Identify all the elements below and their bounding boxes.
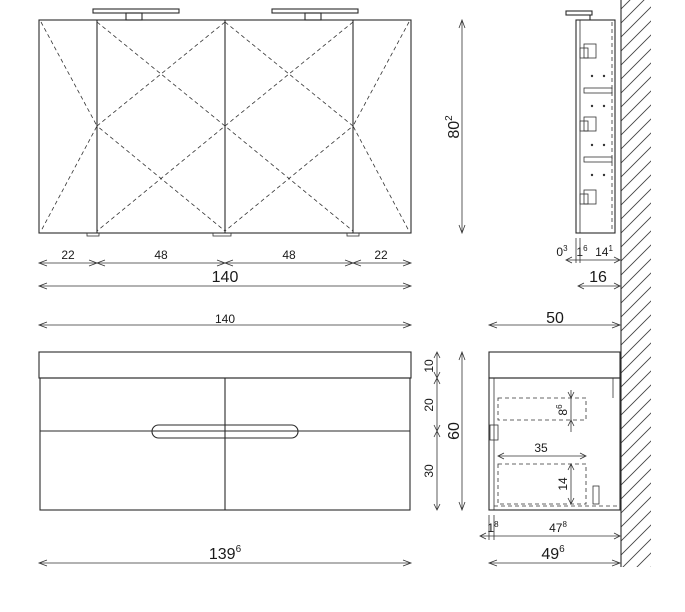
vanity-bottom-width: 1396: [209, 544, 242, 563]
mirror-height-dimension: [458, 18, 466, 235]
wall-hatching: [621, 0, 651, 567]
vanity-height-dimensions: [433, 350, 466, 512]
mirror-side-view: [565, 10, 621, 290]
mirror-total-depth: 16: [589, 269, 607, 286]
vanity-height-2: 20: [422, 398, 436, 412]
vanity-body-depth: 478: [549, 520, 567, 535]
vanity-side-view: [479, 321, 622, 567]
vanity-front: [37, 321, 413, 567]
lamp-right-icon: [271, 8, 359, 14]
lamp-left-icon: [92, 8, 180, 14]
vanity-handle: [151, 424, 299, 439]
vanity-top-width: 140: [215, 312, 235, 326]
vanity-drawer-depth: 35: [534, 441, 548, 455]
mirror-width-dimensions: [37, 259, 413, 290]
mirror-width-seg-1: 22: [61, 248, 75, 262]
vanity-drawer1-height: 86: [555, 404, 570, 416]
lamp-right-bracket: [304, 12, 322, 21]
vanity-height-1: 10: [422, 359, 436, 373]
mirror-width-seg-3: 48: [282, 248, 296, 262]
mirror-depth-1: 03: [556, 244, 568, 259]
mirror-depth-2: 16: [576, 244, 588, 259]
mirror-width-seg-4: 22: [374, 248, 388, 262]
mirror-depth-3: 141: [595, 244, 613, 259]
mirror-total-width: 140: [212, 269, 239, 286]
vanity-height-3: 30: [422, 464, 436, 478]
mirror-height-label: 802: [444, 115, 463, 139]
vanity-back-depth: 18: [487, 520, 499, 535]
mirror-cabinet-front: [38, 8, 412, 237]
mirror-width-seg-2: 48: [154, 248, 168, 262]
vanity-total-height: 60: [446, 422, 463, 440]
vanity-countertop: [38, 351, 412, 379]
lamp-left-bracket: [125, 12, 143, 21]
vanity-drawer2-height: 14: [556, 477, 570, 491]
vanity-top-depth: 50: [546, 310, 564, 327]
vanity-total-depth: 496: [541, 544, 565, 563]
